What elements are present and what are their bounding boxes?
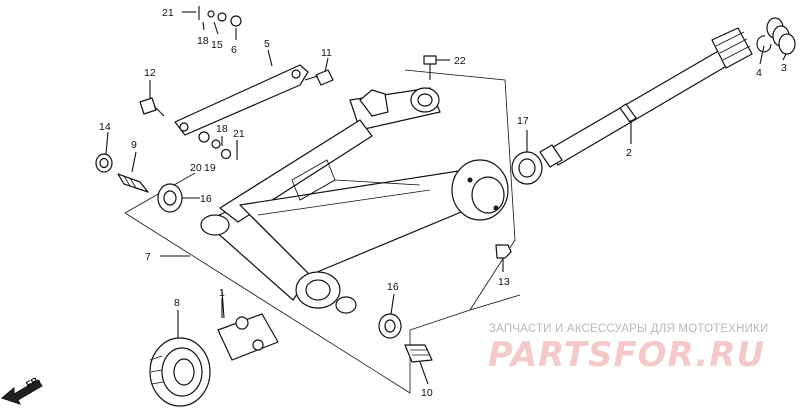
callout-21-mid: 21 bbox=[233, 128, 245, 140]
pivot-bolt-9 bbox=[117, 173, 149, 193]
nut-13 bbox=[495, 244, 512, 259]
watermark-caption: ЗАПЧАСТИ И АКСЕССУАРЫ ДЛЯ МОТОТЕХНИКИ bbox=[489, 323, 769, 335]
callout-16-upper: 16 bbox=[200, 193, 212, 205]
callout-16-lower: 16 bbox=[387, 281, 399, 293]
circlip bbox=[756, 35, 772, 53]
ring-gear bbox=[149, 337, 211, 407]
drive-shaft bbox=[539, 27, 753, 168]
callout-12: 12 bbox=[144, 67, 156, 79]
callout-18-top: 18 bbox=[197, 35, 209, 47]
callout-21-top: 21 bbox=[162, 7, 174, 19]
callout-2: 2 bbox=[626, 147, 632, 159]
bolt-22 bbox=[423, 55, 437, 80]
callout-17: 17 bbox=[517, 115, 529, 127]
callout-9: 9 bbox=[131, 139, 137, 151]
callout-10: 10 bbox=[421, 387, 433, 399]
callout-8: 8 bbox=[174, 297, 180, 309]
callout-4: 4 bbox=[756, 67, 762, 79]
bracket-5 bbox=[174, 64, 309, 136]
front-direction-arrow: FR. bbox=[0, 374, 43, 405]
callout-22: 22 bbox=[454, 55, 466, 67]
callout-7: 7 bbox=[145, 251, 151, 263]
callout-6: 6 bbox=[231, 44, 237, 56]
callout-13: 13 bbox=[498, 276, 510, 288]
washer-14 bbox=[95, 153, 113, 173]
callout-5: 5 bbox=[264, 38, 270, 50]
callout-20: 20 bbox=[190, 162, 202, 174]
leader-lines bbox=[105, 11, 787, 385]
callout-18-mid: 18 bbox=[216, 123, 228, 135]
boot-16-lower bbox=[378, 313, 402, 339]
boot-16-upper bbox=[157, 183, 183, 213]
callout-1: 1 bbox=[219, 287, 225, 299]
bolt-10 bbox=[404, 344, 433, 363]
watermark-brand: PARTSFOR.RU bbox=[488, 335, 765, 375]
spring bbox=[766, 17, 796, 55]
callout-11: 11 bbox=[321, 47, 332, 59]
group-outline bbox=[124, 69, 521, 394]
oil-seal bbox=[511, 151, 543, 185]
callout-19: 19 bbox=[204, 162, 216, 174]
callout-labels: 21 18 15 6 5 11 12 22 14 18 21 17 9 2 20… bbox=[99, 7, 787, 399]
callout-14: 14 bbox=[99, 121, 111, 133]
universal-joint bbox=[217, 289, 279, 361]
washer-set bbox=[198, 131, 238, 160]
bolt-11 bbox=[304, 69, 334, 86]
swingarm bbox=[200, 87, 509, 314]
callout-3: 3 bbox=[781, 62, 787, 74]
bolt-12 bbox=[139, 97, 165, 117]
callout-15: 15 bbox=[211, 39, 223, 51]
fastener-top bbox=[198, 6, 242, 27]
